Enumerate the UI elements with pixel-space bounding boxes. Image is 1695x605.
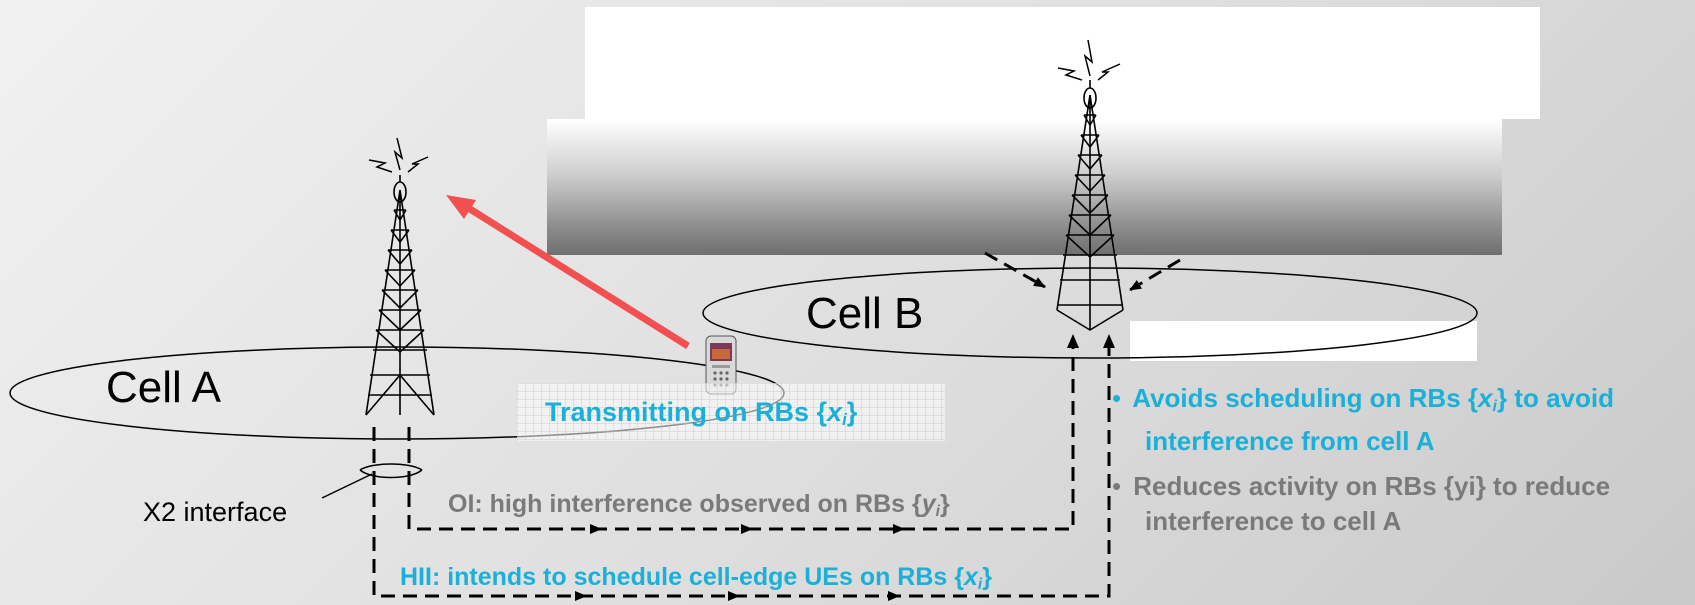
transmit-suffix: }: [846, 397, 858, 427]
hii-label: HII: intends to schedule cell-edge UEs o…: [400, 563, 992, 594]
incoming-arrow-left: [984, 251, 1046, 289]
x2-interface-label: X2 interface: [143, 497, 288, 527]
x2-pointer-line: [321, 473, 373, 499]
hii-mid-arrow-1: [575, 591, 587, 601]
transmit-label-box: [517, 383, 945, 441]
cell-a-label: Cell A: [106, 363, 221, 412]
oi-mid-arrow-3: [893, 524, 905, 534]
cell-b-label: Cell B: [806, 289, 924, 338]
transmit-prefix: Transmitting on RBs {: [545, 397, 828, 427]
x2-brace: [359, 469, 423, 479]
bullet-2-line-1: Reduces activity on RBs {yi} to reduce: [1133, 471, 1611, 501]
transmit-sub: i: [842, 410, 847, 430]
incoming-arrow-right: [1129, 258, 1181, 292]
oi-var: y: [921, 490, 936, 518]
white-label-patch: [1130, 321, 1477, 361]
oi-arrowhead: [1067, 334, 1079, 348]
bullet-1-sub: i: [1492, 397, 1497, 416]
tower-b-icon: [1056, 80, 1124, 331]
bullet-reduce-activity: • Reduces activity on RBs {yi} to reduce…: [1112, 469, 1610, 539]
bullet-2-line-2: interference to cell A: [1145, 506, 1402, 536]
bullet-1-prefix: Avoids scheduling on RBs {: [1132, 383, 1479, 413]
hii-var: x: [964, 563, 978, 591]
oi-sub: i: [935, 502, 940, 520]
transmit-var: x: [827, 397, 843, 427]
hii-mid-arrow-3: [888, 591, 900, 601]
hii-path: [372, 340, 1111, 598]
hii-prefix: HII: intends to schedule cell-edge UEs o…: [400, 563, 964, 591]
oi-path: [407, 340, 1075, 531]
bullet-1-var: x: [1478, 383, 1493, 413]
antenna-b-icon: [1057, 39, 1121, 81]
hii-suffix: }: [982, 563, 992, 591]
hii-sub: i: [977, 575, 983, 593]
oi-mid-arrow-1: [590, 524, 602, 534]
oi-mid-arrow-2: [741, 524, 753, 534]
bullet-1-line-2: interference from cell A: [1145, 426, 1435, 457]
gray-gradient-band: [547, 119, 1502, 255]
top-white-panel: [585, 7, 1540, 119]
oi-label: OI: high interference observed on RBs {y…: [448, 490, 950, 521]
oi-prefix: OI: high interference observed on RBs {: [448, 490, 922, 518]
bullet-2-line-1-wrap: • Reduces activity on RBs {yi} to reduce: [1112, 471, 1611, 501]
x2-brace-back: [359, 463, 423, 471]
oi-suffix: }: [939, 490, 950, 518]
antenna-a-icon: [368, 137, 429, 173]
tower-a-icon: [365, 175, 435, 416]
transmit-label: Transmitting on RBs {xi}: [545, 397, 857, 430]
interference-arrow: [446, 195, 690, 349]
bullet-1-suffix: } to avoid: [1496, 383, 1614, 413]
bullet-avoid-scheduling: • Avoids scheduling on RBs {xi} to avoid…: [1112, 381, 1614, 459]
hii-mid-arrow-2: [728, 591, 740, 601]
bullet-1-line-1: • Avoids scheduling on RBs {xi} to avoid: [1112, 383, 1614, 416]
hii-arrowhead: [1103, 334, 1115, 348]
